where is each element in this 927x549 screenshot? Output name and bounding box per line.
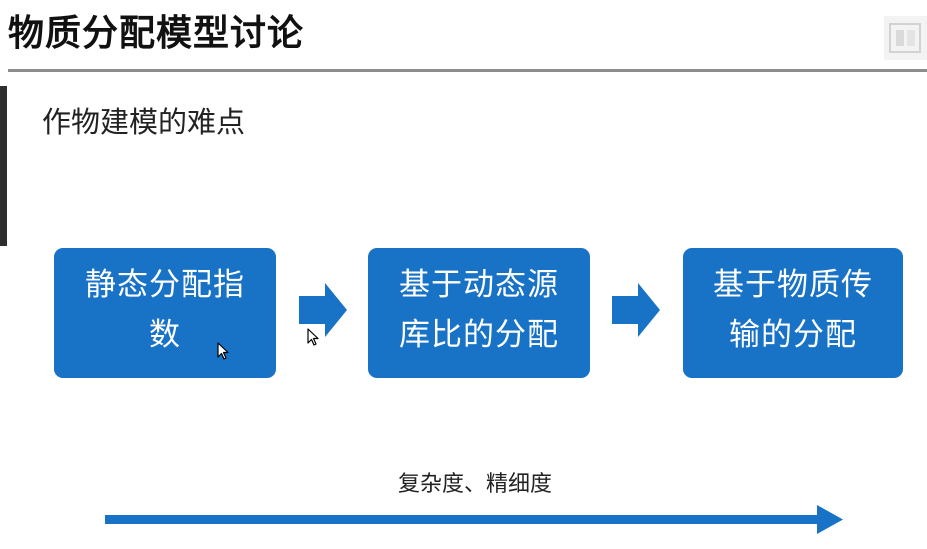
step-box-material-transport: 基于物质传 输的分配 — [683, 248, 903, 378]
logo-icon — [884, 16, 927, 60]
complexity-axis-label: 复杂度、精细度 — [398, 472, 553, 497]
left-edge-bar — [0, 86, 7, 246]
step-box-dynamic-source-sink: 基于动态源 库比的分配 — [368, 248, 590, 378]
step-3-line-2: 输的分配 — [729, 317, 857, 353]
step-1-line-1: 静态分配指 — [85, 267, 245, 303]
slide-subtitle: 作物建模的难点 — [42, 105, 246, 139]
title-divider — [8, 69, 927, 72]
cursor-icon — [307, 328, 319, 346]
step-1-line-2: 数 — [149, 317, 181, 353]
step-3-line-1: 基于物质传 — [713, 267, 873, 303]
right-arrow-icon — [299, 283, 347, 337]
step-2-line-1: 基于动态源 — [399, 267, 559, 303]
slide-title: 物质分配模型讨论 — [8, 13, 305, 54]
step-2-line-2: 库比的分配 — [399, 317, 559, 353]
cursor-icon — [217, 342, 229, 360]
right-arrow-icon — [612, 283, 660, 337]
step-box-static-index: 静态分配指 数 — [54, 248, 276, 378]
complexity-axis-arrow-icon — [105, 505, 843, 534]
